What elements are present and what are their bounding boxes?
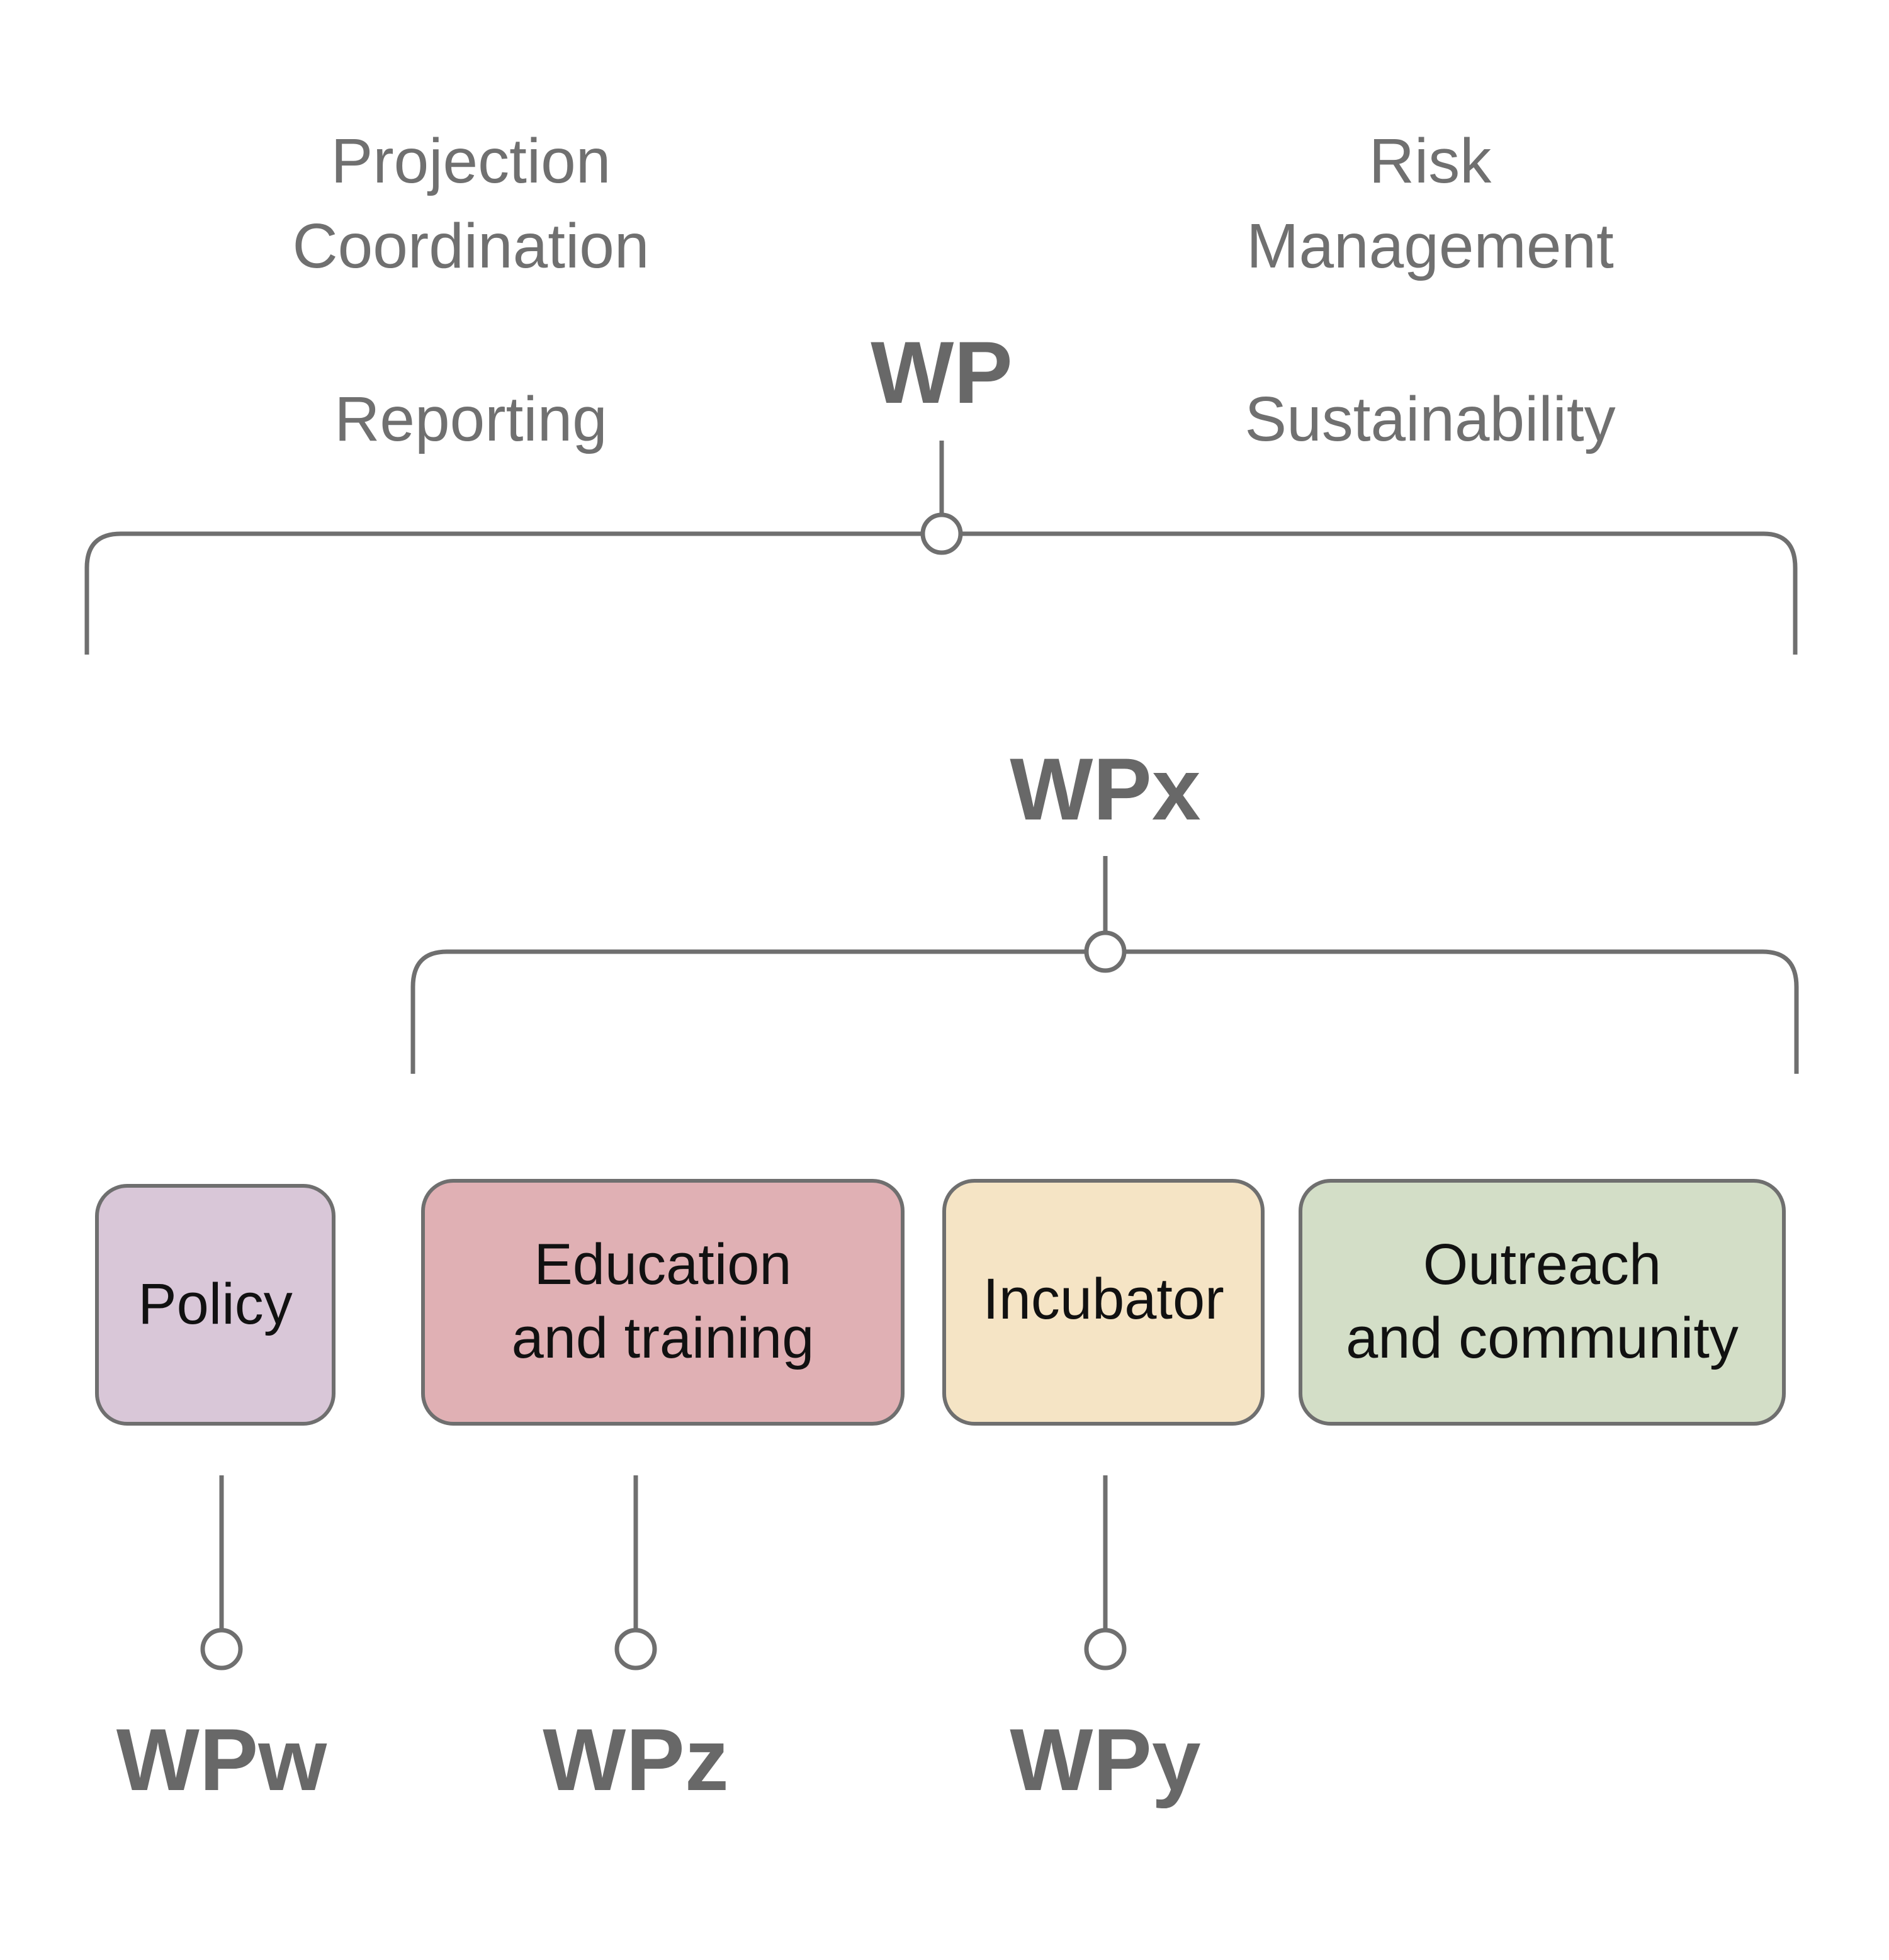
wpw-code: WPw [116,1710,328,1809]
box-education-training: Education and training [421,1179,905,1426]
box-label-outreach-line2: and community [1346,1306,1739,1370]
wp-code: WP [871,323,1013,422]
wpz-node [614,1628,657,1670]
box-label-outreach-line1: Outreach [1423,1232,1661,1297]
box-label-education-line2: and training [512,1306,815,1370]
wp-node [920,512,963,555]
task-label-risk: Risk [1369,126,1492,196]
wpx-code: WPx [1010,740,1200,838]
box-outreach-community: Outreach and community [1299,1179,1786,1426]
task-label-management: Management [1246,211,1614,281]
box-label-policy: Policy [138,1272,292,1336]
box-incubator: Incubator [942,1179,1265,1426]
wpy-node [1084,1628,1127,1670]
task-label-coordination: Coordination [292,211,649,281]
box-policy: Policy [95,1184,336,1426]
box-label-incubator: Incubator [983,1267,1224,1331]
task-label-projection: Projection [331,126,611,196]
wpz-code: WPz [543,1710,729,1809]
box-label-education-line1: Education [534,1232,791,1297]
task-label-sustainability: Sustainability [1244,384,1615,454]
wpw-node [200,1628,243,1670]
task-label-reporting: Reporting [334,384,607,454]
wpx-node [1084,930,1127,973]
wpy-code: WPy [1010,1710,1201,1809]
